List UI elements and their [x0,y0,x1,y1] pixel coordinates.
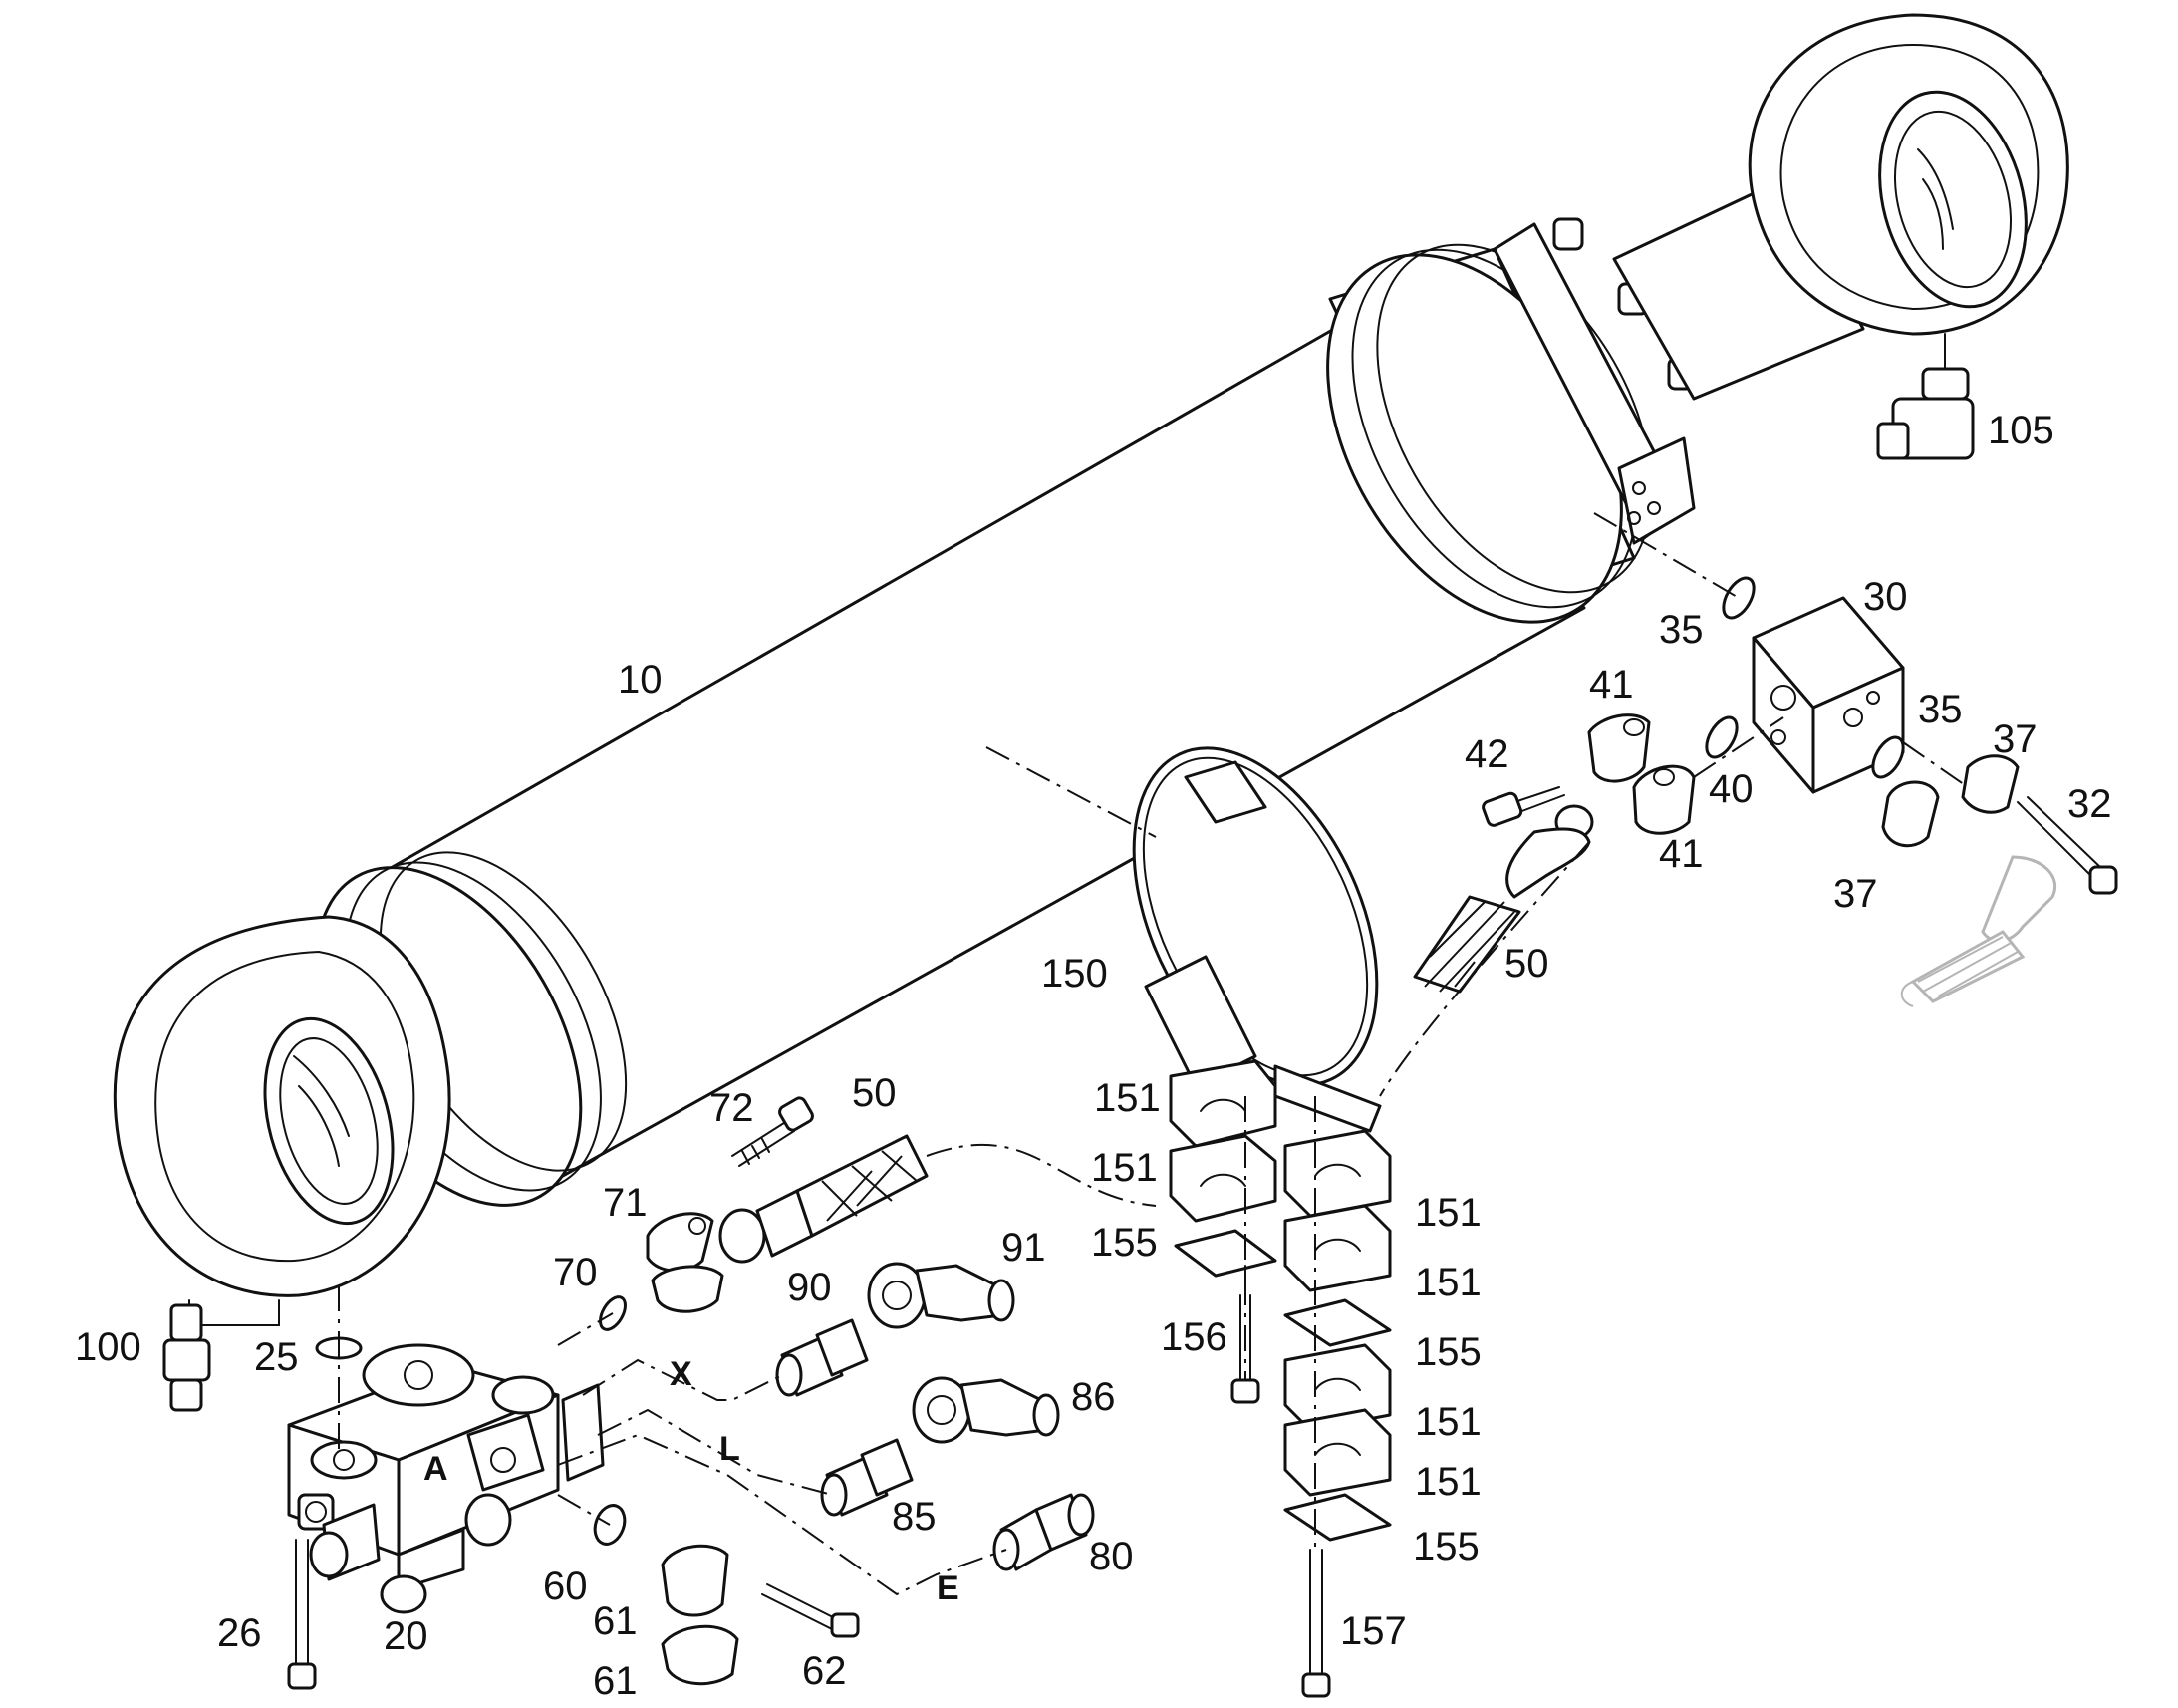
callout-37-upper: 37 [1993,717,2038,761]
port-x-label: X [670,1355,692,1393]
clamp-half-151-right-4 [1283,1408,1392,1497]
clamp-half-151-left-top [1169,1059,1277,1148]
flange-half-41-lower [1632,764,1696,835]
o-ring-35-upper [1722,576,1756,620]
bolt-157 [1301,1549,1331,1698]
port-l-label: L [719,1430,740,1468]
callout-60: 60 [543,1565,588,1608]
flange-half-37-lower [1881,780,1940,848]
callout-30: 30 [1863,575,1908,619]
flange-half-41-upper [1587,713,1651,783]
plate-155-right-1 [1283,1298,1392,1347]
elbow-fitting-91 [867,1262,1015,1329]
callout-151-right-3: 151 [1415,1400,1482,1444]
callout-80: 80 [1089,1535,1134,1578]
o-ring-40 [1705,715,1739,759]
callout-62: 62 [802,1649,847,1693]
callout-155-right-1: 155 [1415,1330,1482,1374]
grease-nipple-105 [1876,333,1975,460]
callout-155-left: 155 [1091,1221,1158,1265]
callout-105: 105 [1988,409,2054,452]
flange-half-61-lower [661,1624,739,1686]
callout-156: 156 [1161,1315,1227,1359]
callout-85: 85 [892,1495,937,1539]
rod-eye [1748,13,2069,336]
grease-nipple-100 [162,1299,280,1412]
flange-half-71-upper [646,1212,714,1273]
callout-37-lower: 37 [1833,872,1878,916]
bolt-32 [2017,796,2118,895]
callout-35-right: 35 [1918,688,1963,731]
callout-25: 25 [254,1335,299,1379]
port-a-label: A [423,1450,448,1488]
valve-body-20 [287,1343,605,1614]
callout-61-upper: 61 [593,1599,638,1643]
screw-72 [731,1096,814,1167]
bolt-42 [1482,786,1565,827]
cylinder-head [1326,217,1699,624]
callout-151-right-2: 151 [1415,1261,1482,1304]
o-ring-35-right [1871,735,1905,779]
ghost-hose [1900,855,2056,1007]
callout-41-upper: 41 [1589,663,1634,707]
callout-151-right-1: 151 [1415,1191,1482,1235]
callout-86: 86 [1071,1375,1116,1419]
callout-71: 71 [603,1181,648,1225]
callout-20: 20 [384,1614,428,1658]
callout-26: 26 [217,1611,262,1655]
flange-half-71-lower [651,1265,724,1313]
callout-72: 72 [709,1086,754,1130]
clamp-half-151-left-bottom [1169,1134,1277,1223]
elbow-fitting-86 [912,1376,1060,1444]
port-e-label: E [937,1569,959,1607]
flange-half-61-upper [661,1544,729,1617]
callout-42: 42 [1465,732,1509,776]
callout-100: 100 [75,1325,141,1369]
callout-150: 150 [1041,952,1108,996]
callout-157: 157 [1340,1609,1407,1653]
callout-90: 90 [787,1266,832,1309]
bolt-62 [761,1583,860,1638]
callout-151-left-top: 151 [1094,1076,1161,1120]
bolt-26 [287,1539,317,1690]
flange-half-37-upper [1961,754,2020,814]
callout-70: 70 [553,1251,598,1294]
fitting-85 [820,1438,914,1517]
callout-40: 40 [1709,767,1754,811]
callout-91: 91 [1001,1226,1046,1270]
callout-41-lower: 41 [1659,832,1704,876]
callout-151-right-4: 151 [1415,1460,1482,1504]
cylinder-bottom-eye [113,915,451,1297]
fitting-90 [775,1318,869,1397]
hose-50-left [718,1134,929,1264]
clamp-half-151-right-2 [1283,1204,1392,1292]
callout-50-left: 50 [852,1071,897,1115]
leader-lines [557,512,1969,1596]
callout-151-left-bottom: 151 [1091,1146,1158,1190]
callout-10: 10 [618,658,663,702]
callout-35-upper: 35 [1659,608,1704,652]
clamp-half-151-right-1 [1283,1129,1392,1218]
hose-50-right [1413,804,1594,994]
callout-155-right-2: 155 [1413,1525,1480,1568]
callout-50-right: 50 [1504,942,1549,986]
fitting-80 [992,1493,1095,1571]
callout-61-lower: 61 [593,1659,638,1703]
callout-32: 32 [2067,782,2112,826]
plate-155-right-2 [1283,1493,1392,1542]
plate-155-left [1174,1229,1277,1281]
